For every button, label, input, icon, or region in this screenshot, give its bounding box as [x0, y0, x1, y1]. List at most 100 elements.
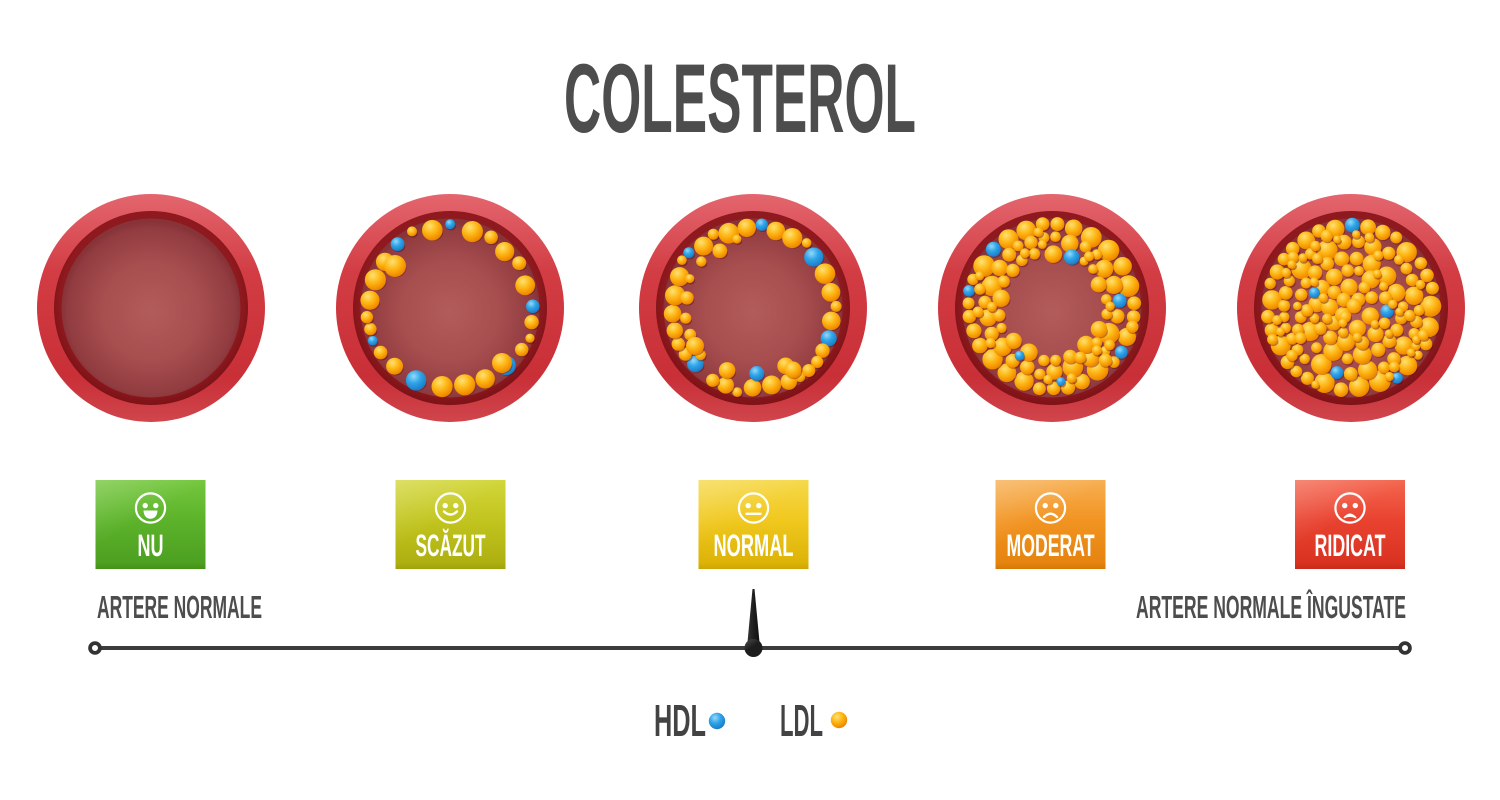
stage-boxes-row: NU SCĂZUT NORMAL — [95, 480, 1405, 569]
ldl-particle — [986, 301, 997, 312]
ldl-particle — [1372, 269, 1382, 279]
ldl-particle — [422, 219, 443, 241]
cholesterol-balls-low — [360, 219, 541, 398]
stage-label: MODERAT — [1007, 528, 1095, 563]
ldl-particle — [991, 259, 1008, 277]
ldl-particle — [1311, 354, 1332, 375]
face-eye-right — [1352, 502, 1359, 509]
ldl-particle — [1032, 382, 1046, 396]
ldl-particle — [1354, 266, 1364, 276]
ldl-particle — [1283, 275, 1295, 287]
ldl-particle — [1348, 319, 1366, 337]
ldl-particle — [1382, 246, 1396, 260]
ldl-particle — [1079, 240, 1092, 253]
face-eye-left — [745, 502, 751, 509]
ldl-particle — [1285, 332, 1298, 345]
ldl-particle — [1333, 382, 1349, 398]
artery-normal — [639, 194, 867, 422]
ldl-particle — [1091, 337, 1103, 349]
ldl-particle — [1127, 296, 1142, 311]
ldl-particle — [1269, 264, 1285, 280]
ldl-particle — [1419, 337, 1433, 351]
ldl-particle — [1024, 235, 1038, 250]
ldl-particle — [984, 326, 999, 341]
ldl-particle — [1300, 277, 1312, 289]
ldl-particle — [1019, 248, 1030, 259]
hdl-particle — [1056, 377, 1066, 386]
ldl-particle — [1370, 320, 1380, 329]
ldl-particle — [1267, 334, 1278, 345]
ldl-particle — [1002, 247, 1017, 262]
ldl-particle — [1113, 257, 1132, 276]
face-mouth — [143, 510, 158, 519]
face-eye-left — [1042, 502, 1048, 509]
ldl-particle — [975, 271, 985, 281]
ldl-particle — [360, 311, 374, 324]
ldl-particle — [1384, 329, 1393, 338]
ldl-particle — [1278, 299, 1291, 312]
face-frown-icon — [1034, 492, 1067, 524]
ldl-particle — [1005, 332, 1022, 350]
ldl-particle — [1050, 354, 1062, 366]
ldl-particle — [512, 256, 527, 271]
stage-label: NU — [138, 528, 164, 563]
ldl-particle — [1286, 349, 1298, 362]
ldl-particle — [966, 323, 982, 339]
ldl-particle — [1064, 219, 1083, 238]
ldl-particle — [1261, 309, 1275, 324]
ldl-particle — [1012, 240, 1024, 252]
legend: HDL LDL — [654, 695, 848, 746]
ldl-particle — [821, 283, 841, 302]
hdl-particle — [985, 241, 1001, 257]
ldl-particle — [696, 256, 707, 267]
face-outline — [1034, 492, 1067, 524]
ldl-particle — [431, 376, 453, 398]
ldl-particle — [663, 304, 682, 323]
cholesterol-balls-normal — [663, 218, 843, 399]
ldl-particle — [712, 243, 728, 259]
axis-left-label: ARTERE NORMALE — [97, 589, 262, 625]
ldl-particle — [1338, 327, 1349, 338]
artery-lumen — [61, 218, 241, 398]
ldl-particle — [525, 333, 535, 343]
hdl-particle — [1344, 217, 1360, 233]
cholesterol-balls-high — [1261, 217, 1442, 398]
ldl-particle — [801, 238, 812, 248]
ldl-particle — [1014, 371, 1034, 391]
ldl-particle — [1352, 230, 1361, 239]
ldl-particle — [1377, 361, 1390, 374]
ldl-particle — [694, 236, 714, 256]
ldl-particle — [671, 337, 685, 351]
ldl-particle — [1371, 342, 1386, 357]
ldl-particle — [766, 221, 786, 241]
ldl-particle — [1340, 278, 1358, 296]
face-mouth — [1343, 513, 1357, 519]
hdl-particle — [755, 218, 768, 231]
ldl-particle — [1074, 351, 1087, 364]
ldl-particle — [1077, 335, 1095, 354]
ldl-particle — [992, 309, 1006, 322]
ldl-particle — [1390, 231, 1403, 244]
ldl-particle — [677, 255, 687, 265]
ldl-particle — [1364, 232, 1375, 243]
ldl-particle — [1300, 304, 1314, 317]
ldl-particle — [524, 315, 539, 330]
ldl-particle — [1091, 249, 1103, 260]
hdl-particle — [390, 237, 405, 252]
ldl-particle — [1264, 277, 1276, 290]
ldl-particle — [1413, 350, 1423, 360]
ldl-particle — [1084, 251, 1095, 262]
ldl-particle — [360, 290, 380, 310]
ldl-particle — [1104, 275, 1123, 295]
legend-hdl-label: HDL — [654, 695, 706, 746]
ldl-particle — [1333, 235, 1342, 244]
ldl-particle — [1126, 310, 1141, 324]
severity-axis: ARTERE NORMALE ARTERE NORMALE ÎNGUSTATE — [88, 589, 1412, 657]
ldl-particle — [454, 374, 476, 396]
face-open-frown-icon — [1334, 492, 1366, 524]
ldl-particle — [1295, 288, 1308, 301]
face-mouth — [1042, 512, 1059, 519]
ldl-particle — [762, 375, 782, 395]
arteries-row — [37, 194, 1465, 422]
ldl-particle — [1352, 332, 1362, 342]
